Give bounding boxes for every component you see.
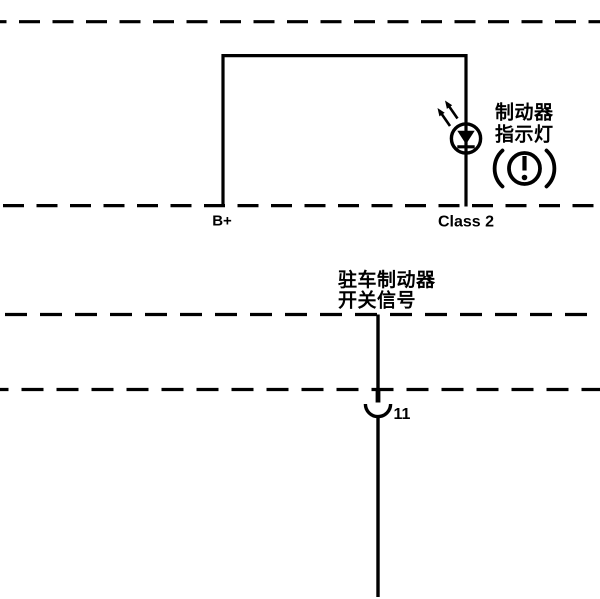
warning-exclamation-dot xyxy=(521,174,528,181)
led-arrow-1-head xyxy=(437,108,445,117)
warning-circle xyxy=(507,151,542,186)
led-arrow-1-shaft xyxy=(439,112,452,127)
warning-right-paren-arc xyxy=(544,148,557,189)
led-emission-arrows-icon xyxy=(437,100,459,127)
led-indicator-icon xyxy=(437,100,483,155)
park-brake-signal-label-line2: 开关信号 xyxy=(338,289,416,312)
brake-warning-lamp-icon xyxy=(492,148,557,189)
led-diode-triangle xyxy=(457,130,475,145)
boundary-lines xyxy=(0,20,600,392)
warning-left-paren-arc xyxy=(492,148,505,189)
park-brake-signal-label-line1: 驻车制动器 xyxy=(338,268,436,291)
inline-connector-socket-icon xyxy=(363,403,393,419)
class-2-terminal-label: Class 2 xyxy=(438,214,494,231)
park-brake-signal-circuit xyxy=(363,314,393,597)
brake-indicator-label-line1: 制动器 xyxy=(495,101,554,124)
led-circle xyxy=(449,122,483,155)
b-plus-terminal-label: B+ xyxy=(212,213,232,230)
connector-pin-number-label: 11 xyxy=(394,406,411,423)
brake-indicator-label-line2: 指示灯 xyxy=(495,124,554,146)
indicator-circuit-outline xyxy=(221,54,468,207)
led-arrow-2-head xyxy=(445,100,453,109)
led-arrow-2-shaft xyxy=(447,104,459,120)
